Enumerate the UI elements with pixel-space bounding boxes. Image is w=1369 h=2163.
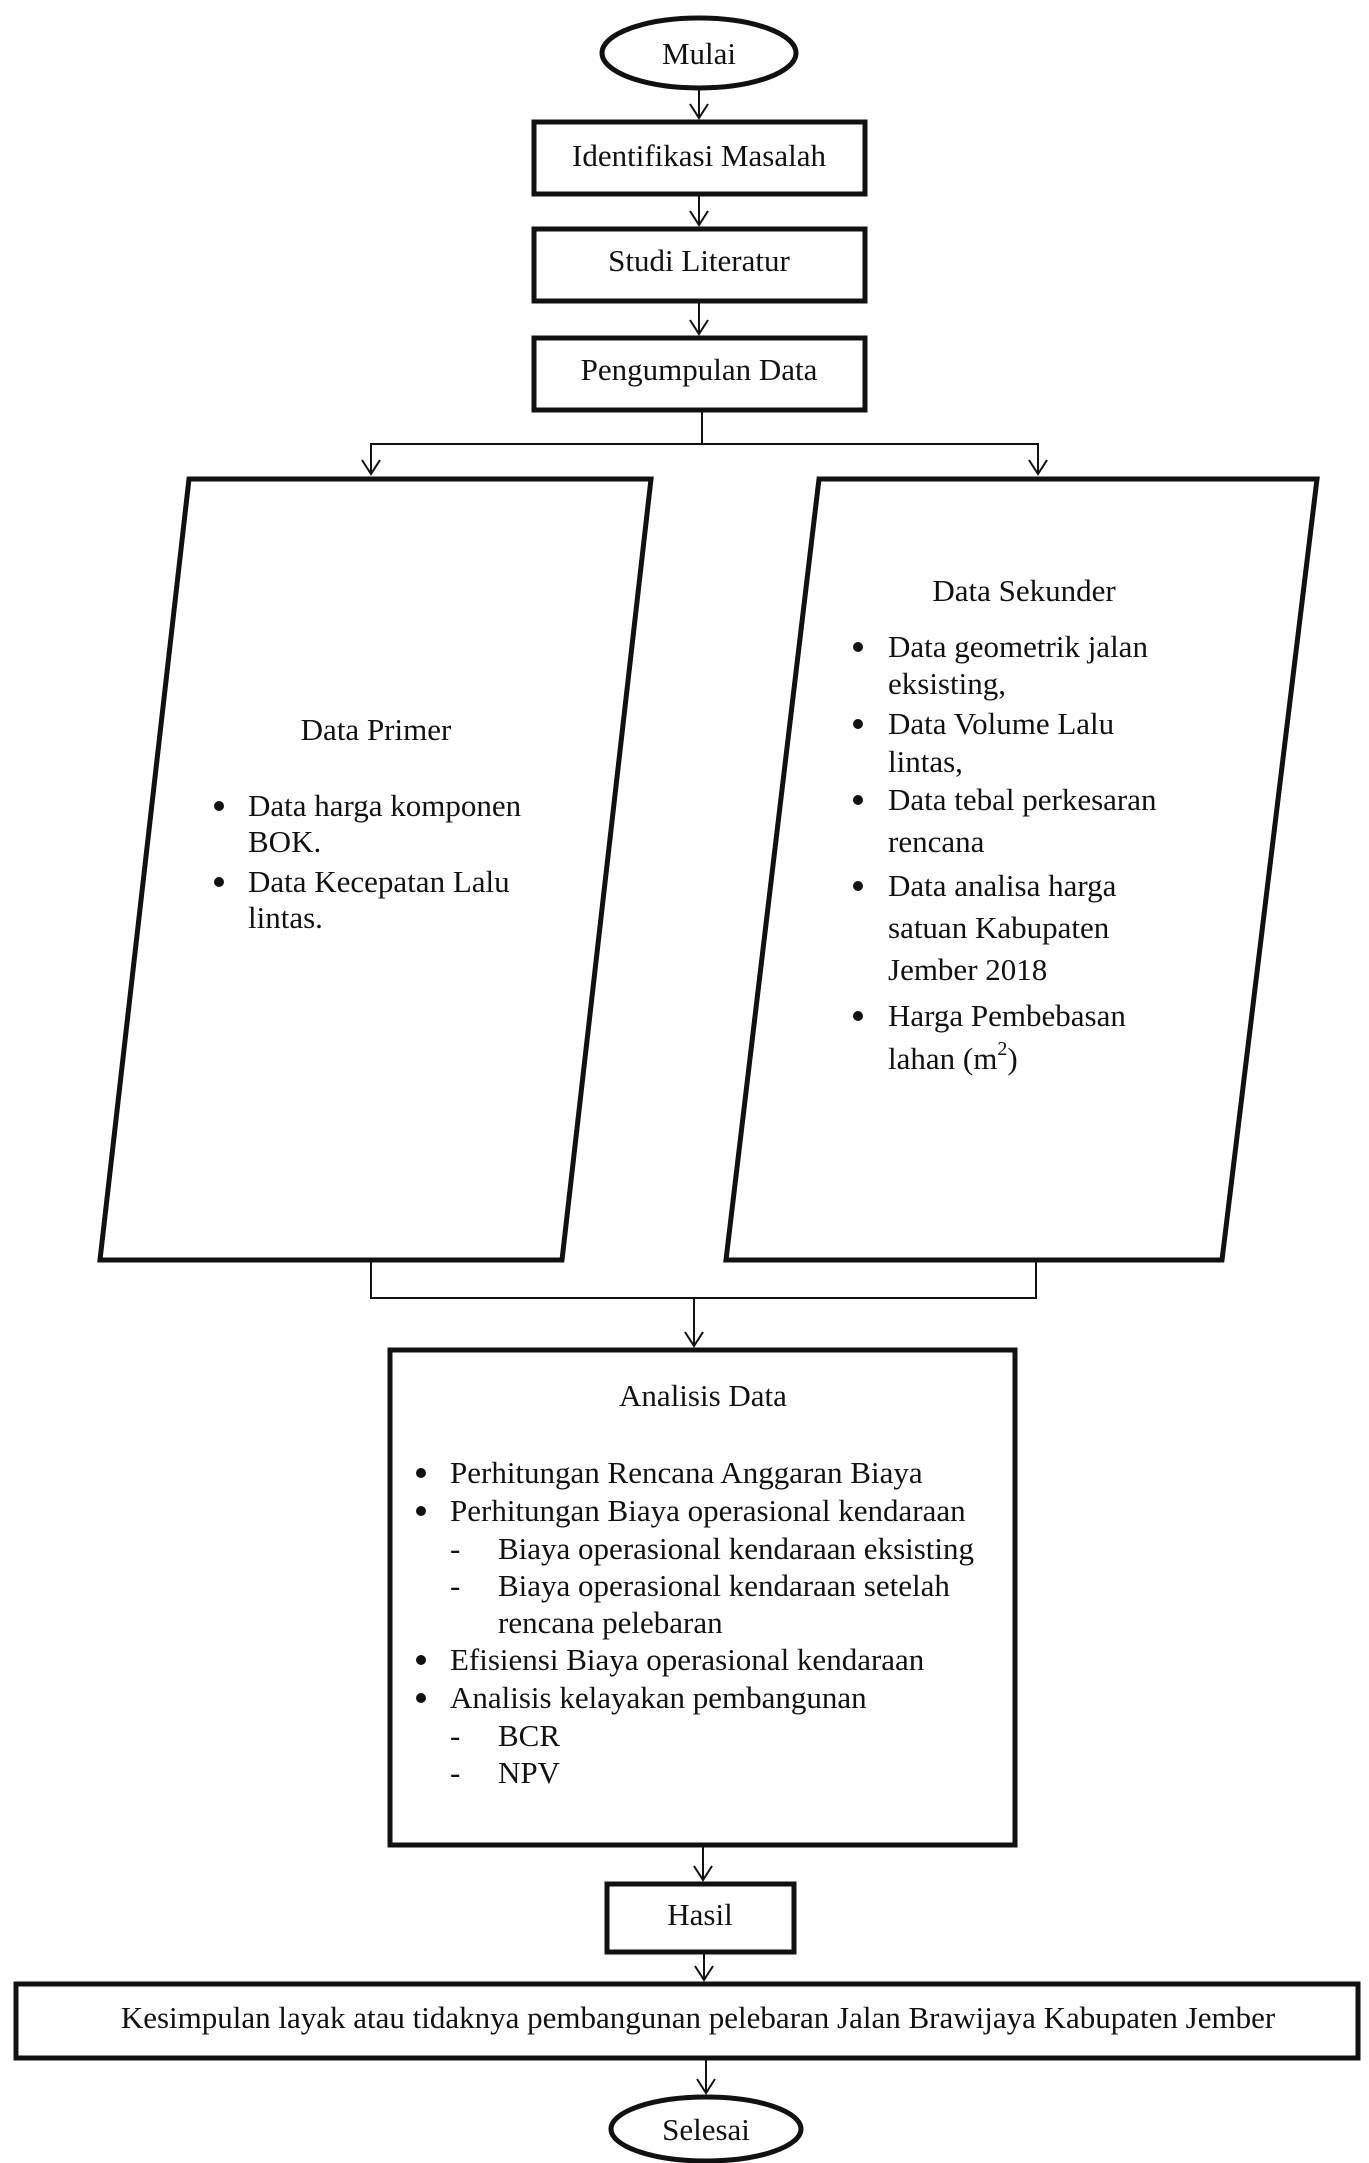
- arrowhead-primary: [361, 459, 381, 476]
- arrowhead-collect: [689, 319, 709, 336]
- identify-box: [531, 119, 868, 197]
- secondary-item-line: Harga Pembebasan: [888, 998, 1126, 1033]
- secondary-item-line: Data geometrik jalan: [888, 629, 1148, 664]
- primary-data-io: Data Primer Data harga komponenBOK.Data …: [97, 476, 654, 1263]
- secondary-item-line: satuan Kabupaten: [888, 910, 1110, 945]
- analysis-bullet: [416, 1468, 426, 1478]
- closing-paren: ): [1007, 1041, 1017, 1076]
- identify-process: Identifikasi Masalah: [531, 119, 868, 197]
- collect-label: Pengumpulan Data: [581, 352, 818, 387]
- primary-title: Data Primer: [301, 712, 452, 747]
- superscript-two: 2: [997, 1038, 1007, 1060]
- arrowhead-result: [693, 1865, 713, 1882]
- primary-item-line: BOK.: [248, 824, 321, 859]
- literature-process: Studi Literatur: [531, 226, 868, 304]
- analysis-box: [387, 1347, 1018, 1848]
- result-process: Hasil: [604, 1881, 797, 1955]
- analysis-item-text: Perhitungan Biaya operasional kendaraan: [450, 1493, 966, 1528]
- end-label: Selesai: [662, 2112, 750, 2147]
- arrowhead-literature: [689, 210, 709, 227]
- connectors: [361, 88, 1048, 2095]
- conclusion-label: Kesimpulan layak atau tidaknya pembangun…: [121, 2000, 1276, 2035]
- arrowhead-conclusion: [694, 1965, 714, 1982]
- secondary-item-line: Jember 2018: [888, 952, 1047, 987]
- analysis-sub-text: BCR: [498, 1718, 560, 1753]
- identify-label: Identifikasi Masalah: [572, 138, 826, 173]
- result-label: Hasil: [667, 1897, 732, 1932]
- analysis-bullet: [416, 1693, 426, 1703]
- arrow-collect-to-primary: [370, 410, 703, 474]
- analysis-items: Perhitungan Rencana Anggaran BiayaPerhit…: [416, 1455, 974, 1790]
- primary-item-line: Data Kecepatan Lalu: [248, 864, 510, 899]
- land-price-unit: lahan (m: [888, 1041, 997, 1076]
- analysis-sub-dash: -: [450, 1568, 460, 1603]
- start-terminator: Mulai: [599, 15, 799, 91]
- secondary-bullet: [853, 881, 863, 891]
- analysis-sub-dash: -: [450, 1718, 460, 1753]
- literature-label: Studi Literatur: [608, 243, 790, 278]
- conclusion-box: [13, 1981, 1361, 2061]
- analysis-sub-dash: -: [450, 1755, 460, 1790]
- secondary-bullet: [853, 795, 863, 805]
- secondary-bullet: [853, 719, 863, 729]
- secondary-item-line: eksisting,: [888, 666, 1006, 701]
- literature-box: [531, 226, 868, 304]
- arrow-collect-to-secondary: [702, 443, 1039, 474]
- start-label: Mulai: [662, 36, 736, 71]
- analysis-sub-dash: -: [450, 1531, 460, 1566]
- secondary-bullet: [853, 1011, 863, 1021]
- analysis-item-text: Efisiensi Biaya operasional kendaraan: [450, 1642, 925, 1677]
- secondary-item-line: Data Volume Lalu: [888, 706, 1114, 741]
- arrowhead-end: [696, 2078, 716, 2095]
- end-ellipse: [608, 2094, 804, 2163]
- secondary-item-line: lintas,: [888, 744, 963, 779]
- arrowhead-analysis: [684, 1331, 704, 1348]
- analysis-bullet: [416, 1655, 426, 1665]
- primary-bullet: [214, 801, 224, 811]
- analysis-bullet: [416, 1506, 426, 1516]
- analysis-sub-text: Biaya operasional kendaraan setelah: [498, 1568, 950, 1603]
- analysis-title: Analisis Data: [619, 1378, 787, 1413]
- secondary-item-line: Data tebal perkesaran: [888, 782, 1157, 817]
- collect-process: Pengumpulan Data: [531, 335, 868, 413]
- secondary-data-io: Data Sekunder Data geometrik jalaneksist…: [723, 476, 1320, 1263]
- primary-item-line: Data harga komponen: [248, 788, 522, 823]
- conclusion-process: Kesimpulan layak atau tidaknya pembangun…: [13, 1981, 1361, 2061]
- primary-parallelogram: [97, 476, 654, 1263]
- end-terminator: Selesai: [608, 2094, 804, 2163]
- secondary-item-line: lahan (m2): [888, 1038, 1018, 1076]
- merge-line-data: [370, 1260, 1037, 1299]
- collect-box: [531, 335, 868, 413]
- secondary-parallelogram: [723, 476, 1320, 1263]
- secondary-title: Data Sekunder: [932, 573, 1116, 608]
- analysis-process: Analisis Data Perhitungan Rencana Anggar…: [387, 1347, 1018, 1848]
- secondary-bullet: [853, 642, 863, 652]
- analysis-item-text: Analisis kelayakan pembangunan: [450, 1680, 867, 1715]
- result-box: [604, 1881, 797, 1955]
- secondary-item-line: Data analisa harga: [888, 868, 1117, 903]
- secondary-item-line: rencana: [888, 824, 985, 859]
- analysis-item-text: Perhitungan Rencana Anggaran Biaya: [450, 1455, 923, 1490]
- primary-item-line: lintas.: [248, 900, 323, 935]
- arrowhead-identify: [689, 103, 709, 120]
- arrowhead-secondary: [1028, 459, 1048, 476]
- analysis-sub-text: Biaya operasional kendaraan eksisting: [498, 1531, 974, 1566]
- primary-bullet: [214, 877, 224, 887]
- analysis-sub-text: rencana pelebaran: [498, 1605, 723, 1640]
- analysis-sub-text: NPV: [498, 1755, 561, 1790]
